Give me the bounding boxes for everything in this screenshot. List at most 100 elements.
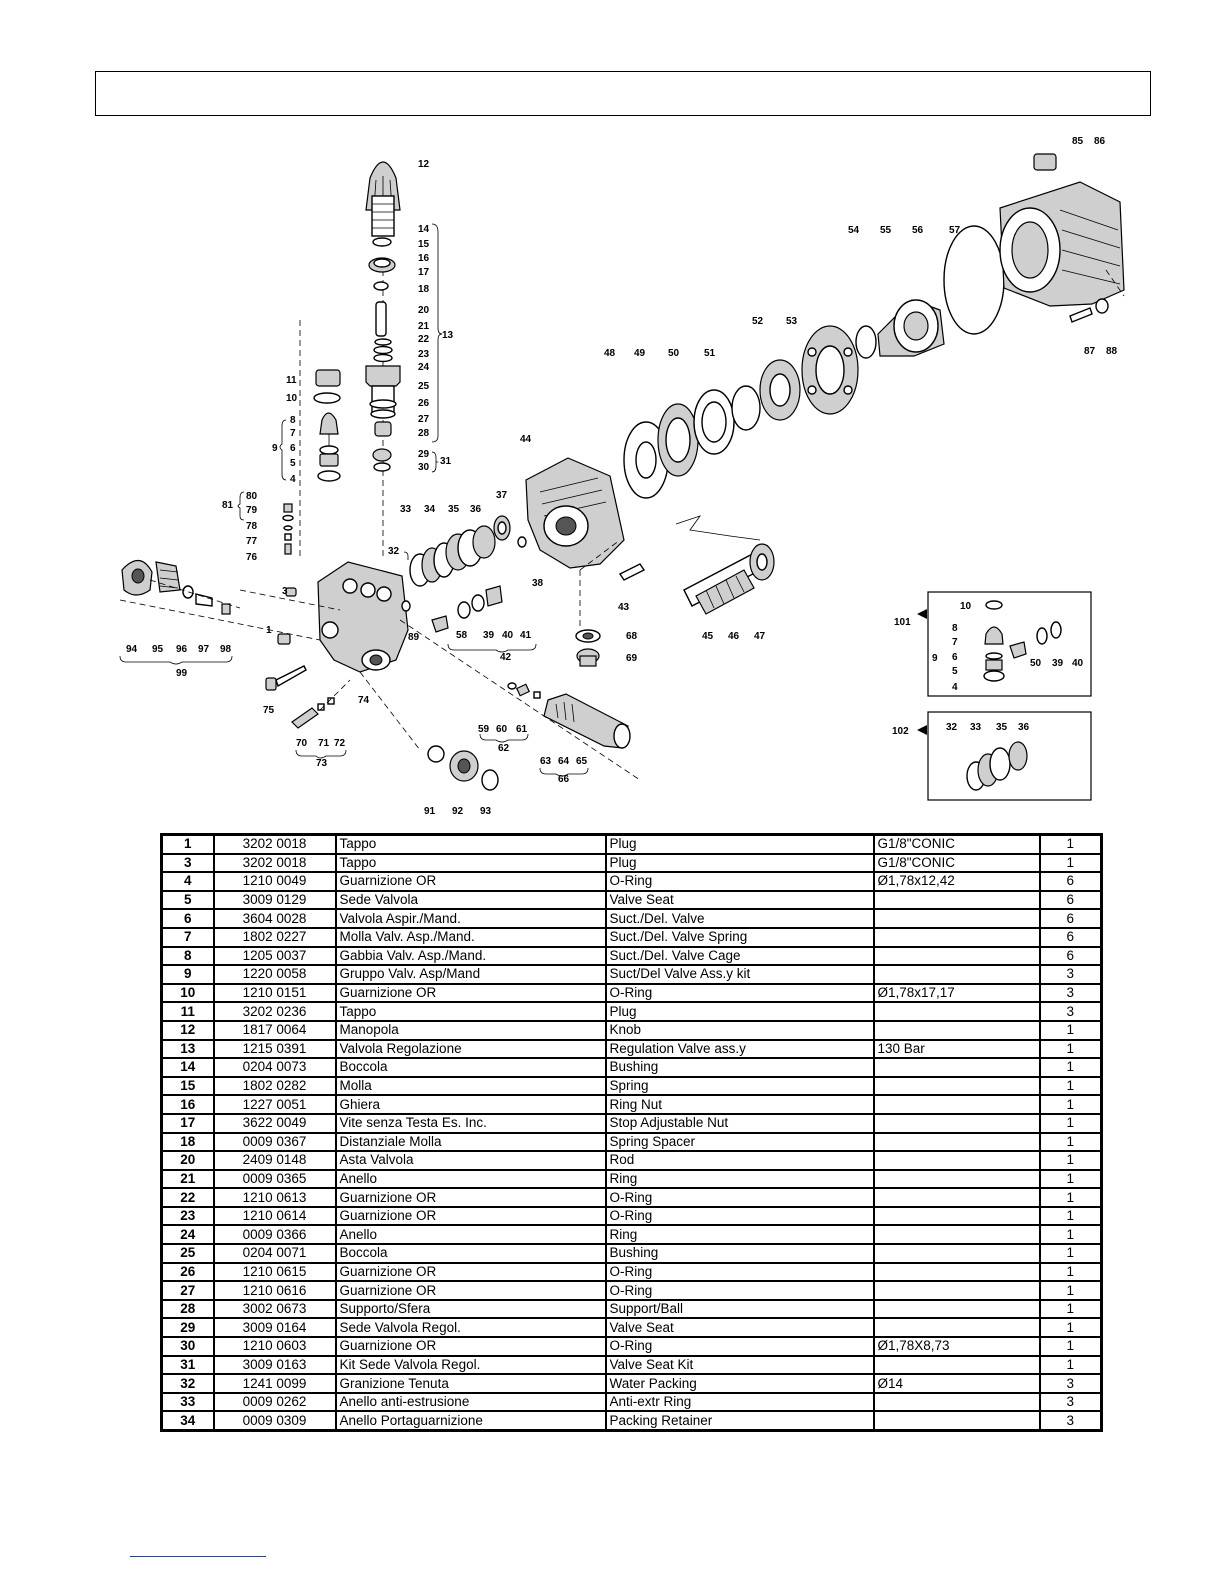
quantity-cell: 6 <box>1038 945 1103 967</box>
position-cell: 18 <box>160 1131 215 1153</box>
diagram-label: 96 <box>176 644 188 655</box>
diagram-label: 81 <box>222 500 234 511</box>
diagram-label: 58 <box>456 630 468 641</box>
footer-link-underline[interactable] <box>130 1556 266 1557</box>
quantity-cell: 1 <box>1038 833 1103 855</box>
english-description-cell: Suct/Del Valve Ass.y kit <box>604 964 875 985</box>
diagram-label: 11 <box>286 375 297 386</box>
italian-description-cell: Asta Valvola <box>334 1150 607 1171</box>
header-box <box>95 71 1151 116</box>
italian-description-cell: Ghiera <box>334 1094 607 1115</box>
position-cell: 15 <box>160 1075 215 1097</box>
english-description-cell: Spring <box>604 1075 875 1097</box>
code-cell: 2409 0148 <box>212 1150 337 1171</box>
code-cell: 1220 0058 <box>212 964 337 985</box>
quantity-cell: 3 <box>1038 1391 1103 1413</box>
quantity-cell: 1 <box>1038 1354 1103 1376</box>
italian-description-cell: Anello <box>334 1224 607 1246</box>
english-description-cell: Stop Adjustable Nut <box>604 1112 875 1134</box>
italian-description-cell: Guarnizione OR <box>334 871 607 892</box>
note-cell <box>872 1391 1041 1413</box>
quantity-cell: 1 <box>1038 1094 1103 1115</box>
position-cell: 5 <box>160 889 215 911</box>
diagram-label: 78 <box>246 521 258 532</box>
note-cell <box>872 1205 1041 1227</box>
position-cell: 16 <box>160 1094 215 1115</box>
code-cell: 1802 0282 <box>212 1075 337 1097</box>
italian-description-cell: Tappo <box>334 833 607 855</box>
code-cell: 0009 0262 <box>212 1391 337 1413</box>
english-description-cell: Water Packing <box>604 1373 875 1394</box>
diagram-label: 65 <box>576 756 588 767</box>
diagram-label: 99 <box>176 668 188 679</box>
note-cell: G1/8"CONIC <box>872 833 1041 855</box>
diagram-label: 89 <box>408 632 420 643</box>
italian-description-cell: Boccola <box>334 1243 607 1264</box>
diagram-label: 74 <box>358 695 370 706</box>
diagram-label: 70 <box>296 738 308 749</box>
diagram-label: 59 <box>478 724 490 735</box>
code-cell: 1227 0051 <box>212 1094 337 1115</box>
bushing-part <box>371 195 395 237</box>
diagram-label: 25 <box>418 381 430 392</box>
quantity-cell: 1 <box>1038 1280 1103 1301</box>
italian-description-cell: Tappo <box>334 1001 607 1022</box>
position-cell: 9 <box>160 964 215 985</box>
diagram-label: 86 <box>1094 136 1106 147</box>
english-description-cell: Rod <box>604 1150 875 1171</box>
diagram-label: 35 <box>448 504 460 515</box>
code-cell: 1215 0391 <box>212 1038 337 1060</box>
note-cell <box>872 1280 1041 1301</box>
diagram-label: 27 <box>418 414 430 425</box>
italian-description-cell: Sede Valvola Regol. <box>334 1317 607 1339</box>
note-cell <box>872 1410 1041 1432</box>
diagram-label: 31 <box>440 456 452 467</box>
code-cell: 0009 0309 <box>212 1410 337 1432</box>
diagram-label: 51 <box>704 348 716 359</box>
diagram-label: 22 <box>418 334 430 345</box>
position-cell: 22 <box>160 1187 215 1208</box>
diagram-label: 36 <box>470 504 482 515</box>
note-cell <box>872 945 1041 967</box>
diagram-label: 53 <box>786 316 798 327</box>
english-description-cell: O-Ring <box>604 1280 875 1301</box>
diagram-label: 26 <box>418 398 430 409</box>
quantity-cell: 1 <box>1038 1187 1103 1208</box>
italian-description-cell: Guarnizione OR <box>334 1336 607 1357</box>
quantity-cell: 1 <box>1038 1038 1103 1060</box>
position-cell: 32 <box>160 1373 215 1394</box>
code-cell: 1210 0151 <box>212 982 337 1004</box>
diagram-label: 35 <box>996 722 1008 733</box>
english-description-cell: Support/Ball <box>604 1298 875 1320</box>
diagram-label: 72 <box>334 738 346 749</box>
diagram-label: 48 <box>604 348 616 359</box>
english-description-cell: O-Ring <box>604 1187 875 1208</box>
quantity-cell: 1 <box>1038 1205 1103 1227</box>
quantity-cell: 3 <box>1038 1001 1103 1022</box>
note-cell <box>872 1317 1041 1339</box>
english-description-cell: O-Ring <box>604 871 875 892</box>
diagram-label: 47 <box>754 631 766 642</box>
english-description-cell: O-Ring <box>604 1261 875 1283</box>
position-cell: 1 <box>160 833 215 855</box>
code-cell: 0009 0367 <box>212 1131 337 1153</box>
code-cell: 3009 0163 <box>212 1354 337 1376</box>
diagram-label: 98 <box>220 644 232 655</box>
position-cell: 33 <box>160 1391 215 1413</box>
italian-description-cell: Kit Sede Valvola Regol. <box>334 1354 607 1376</box>
quantity-cell: 3 <box>1038 982 1103 1004</box>
english-description-cell: O-Ring <box>604 1336 875 1357</box>
note-cell <box>872 1019 1041 1041</box>
diagram-label: 34 <box>424 504 436 515</box>
english-description-cell: Packing Retainer <box>604 1410 875 1432</box>
note-cell <box>872 1112 1041 1134</box>
